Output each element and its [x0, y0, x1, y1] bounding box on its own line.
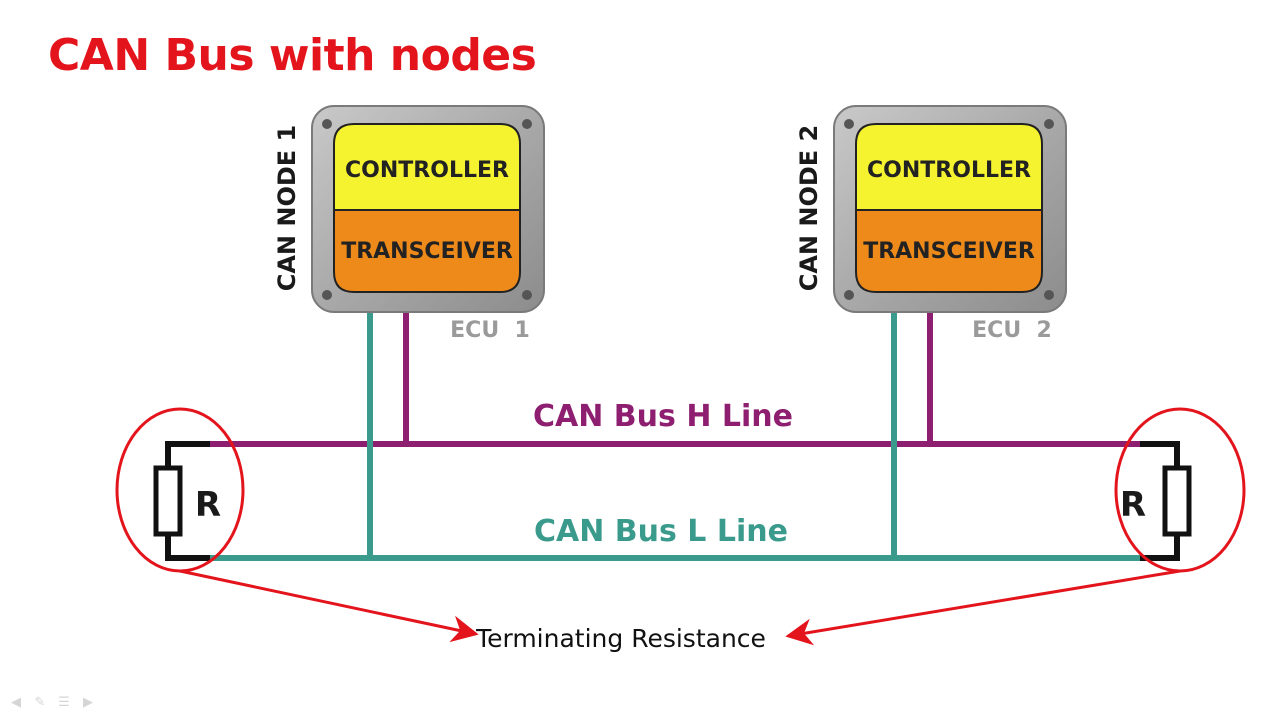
- right-annotation-arrow: [785, 569, 1181, 646]
- right-resistor-wire: [1140, 534, 1180, 561]
- node1-screw: [322, 290, 332, 300]
- left-resistor-wire: [165, 534, 210, 561]
- node2-transceiver-block: [855, 209, 1043, 293]
- can-node-1: CONTROLLER TRANSCEIVER CAN NODE 1 ECU 1: [273, 105, 545, 343]
- slide-controls: ◀ ✎ ☰ ▶: [8, 696, 96, 710]
- node1-transceiver-block: [333, 209, 521, 293]
- node2-transceiver-label: TRANSCEIVER: [863, 239, 1035, 264]
- left-terminating-resistor: R: [115, 407, 245, 573]
- node2-ecu-label: ECU 2: [972, 318, 1052, 343]
- node1-screw: [522, 119, 532, 129]
- node1-screw: [322, 119, 332, 129]
- node2-screw: [844, 290, 854, 300]
- node2-side-label: CAN NODE 2: [795, 125, 823, 292]
- can-node-2: CONTROLLER TRANSCEIVER CAN NODE 2 ECU 2: [795, 105, 1067, 343]
- node1-ecu-label: ECU 1: [450, 318, 530, 343]
- menu-icon[interactable]: ☰: [58, 695, 70, 710]
- prev-icon[interactable]: ◀: [11, 695, 21, 710]
- node2-screw: [1044, 119, 1054, 129]
- right-resistor-label: R: [1120, 485, 1146, 525]
- node2-controller-label: CONTROLLER: [867, 158, 1031, 183]
- left-resistor-body: [153, 465, 183, 537]
- right-resistor-wire: [1140, 441, 1180, 468]
- terminating-resistance-label: Terminating Resistance: [475, 624, 766, 653]
- node1-screw: [522, 290, 532, 300]
- next-icon[interactable]: ▶: [83, 695, 93, 710]
- node1-controller-label: CONTROLLER: [345, 158, 509, 183]
- left-annotation-arrow: [179, 569, 479, 643]
- right-resistor-body: [1162, 465, 1192, 537]
- node2-screw: [844, 119, 854, 129]
- can-l-label: CAN Bus L Line: [534, 514, 788, 549]
- node1-side-label: CAN NODE 1: [273, 125, 301, 292]
- pen-icon[interactable]: ✎: [34, 695, 46, 710]
- right-terminating-resistor: R: [1114, 407, 1246, 573]
- left-resistor-label: R: [195, 485, 221, 525]
- node2-screw: [1044, 290, 1054, 300]
- left-resistor-wire: [165, 441, 210, 468]
- can-h-label: CAN Bus H Line: [533, 399, 793, 434]
- page-title: CAN Bus with nodes: [48, 30, 537, 81]
- node1-transceiver-label: TRANSCEIVER: [341, 239, 513, 264]
